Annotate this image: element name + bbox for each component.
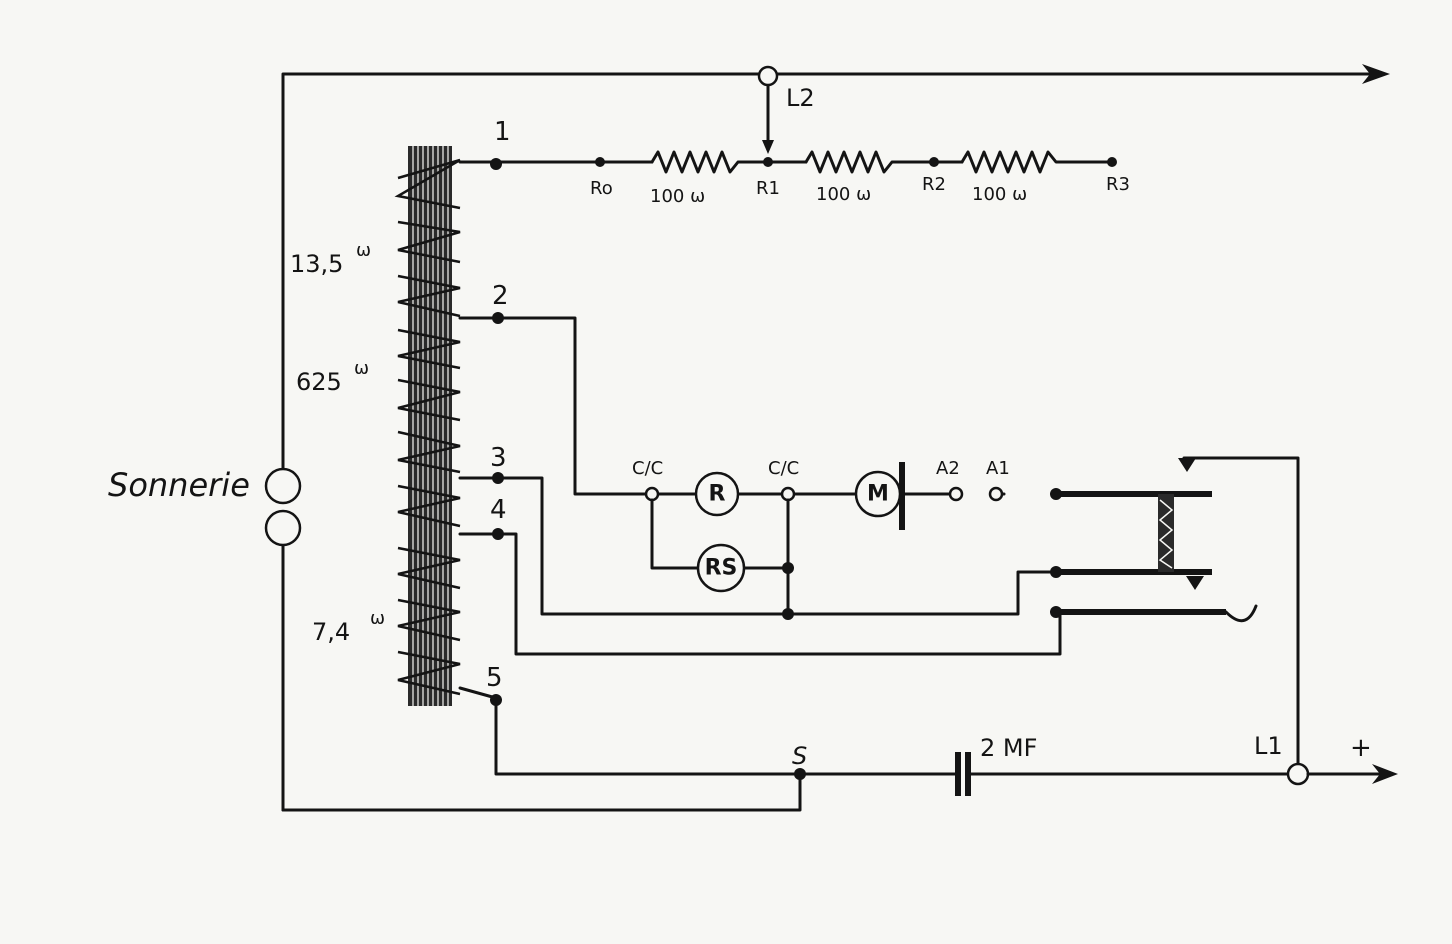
contact-cc-right: [780, 486, 796, 502]
bell-return-wire: [281, 544, 802, 812]
bell-sonnerie: [264, 467, 302, 547]
label-winding-7-4: 7,4: [312, 618, 350, 646]
terminal-l2: [757, 65, 779, 87]
label-sonnerie: Sonnerie: [108, 466, 250, 504]
svg-text:RS: RS: [705, 556, 738, 581]
label-omega-3: ω: [370, 608, 385, 629]
l2-arrow-down: [762, 84, 774, 154]
tap-3-wire: [458, 476, 1058, 616]
tap-5-wire: [458, 686, 1292, 776]
node-r1: [763, 157, 773, 167]
induction-coil: [394, 146, 461, 706]
label-a1: A1: [986, 458, 1010, 479]
node-r3: [1107, 157, 1117, 167]
label-r3: R3: [1106, 174, 1130, 195]
label-r2: R2: [922, 174, 946, 195]
terminal-l1: [1286, 762, 1310, 786]
label-resistor-1: 100 ω: [650, 186, 705, 207]
capacitor-2mf: [955, 752, 971, 796]
node-ro: [595, 157, 605, 167]
relay-r: R: [694, 471, 740, 517]
label-s: S: [792, 742, 807, 770]
contact-a2: [948, 486, 964, 502]
node-s: [794, 768, 806, 780]
label-a2: A2: [936, 458, 960, 479]
tap-4-label: 4: [490, 495, 507, 525]
tap-2-label: 2: [492, 281, 509, 311]
tap-3-node: [492, 472, 504, 484]
tap-2-wire: [458, 316, 654, 496]
label-l1: L1: [1254, 732, 1283, 760]
tap-1-label: 1: [494, 117, 511, 147]
label-r1: R1: [756, 178, 780, 199]
tap-2-node: [492, 312, 504, 324]
label-capacitor: 2 MF: [980, 734, 1037, 762]
node-r2: [929, 157, 939, 167]
tap-4-node: [492, 528, 504, 540]
label-resistor-2: 100 ω: [816, 184, 871, 205]
contact-middle: [1050, 566, 1062, 578]
tap-5-node: [490, 694, 502, 706]
label-winding-13-5: 13,5: [290, 250, 343, 278]
tap-1-node: [490, 158, 502, 170]
contact-a1: [988, 486, 1004, 502]
label-cc-right: C/C: [768, 458, 799, 479]
line-l2-wire: [281, 64, 1390, 472]
label-omega-2: ω: [354, 358, 369, 379]
label-l2: L2: [786, 84, 815, 112]
line-l1-arrow: [1306, 764, 1398, 784]
label-cc-left: C/C: [632, 458, 663, 479]
tap-3-label: 3: [490, 443, 507, 473]
label-resistor-3: 100 ω: [972, 184, 1027, 205]
resistor-chain: [598, 150, 1114, 174]
motor-m: M: [854, 470, 902, 518]
tap-4-wire: [458, 532, 1062, 656]
node-rs-junction: [782, 562, 794, 574]
contact-cc-left: [644, 486, 660, 502]
contact-top: [1050, 488, 1062, 500]
label-omega-1: ω: [356, 240, 371, 261]
shunt-relay-rs: RS: [696, 543, 746, 593]
tap-5-label: 5: [486, 663, 503, 693]
rs-branch-wire: [650, 498, 790, 616]
svg-text:M: M: [867, 482, 889, 507]
contact-bottom: [1050, 606, 1062, 618]
label-ro: Ro: [590, 178, 613, 199]
label-plus: +: [1350, 733, 1372, 763]
label-winding-625: 625: [296, 368, 342, 396]
hook-switch: [1056, 456, 1300, 768]
svg-text:R: R: [709, 482, 726, 507]
